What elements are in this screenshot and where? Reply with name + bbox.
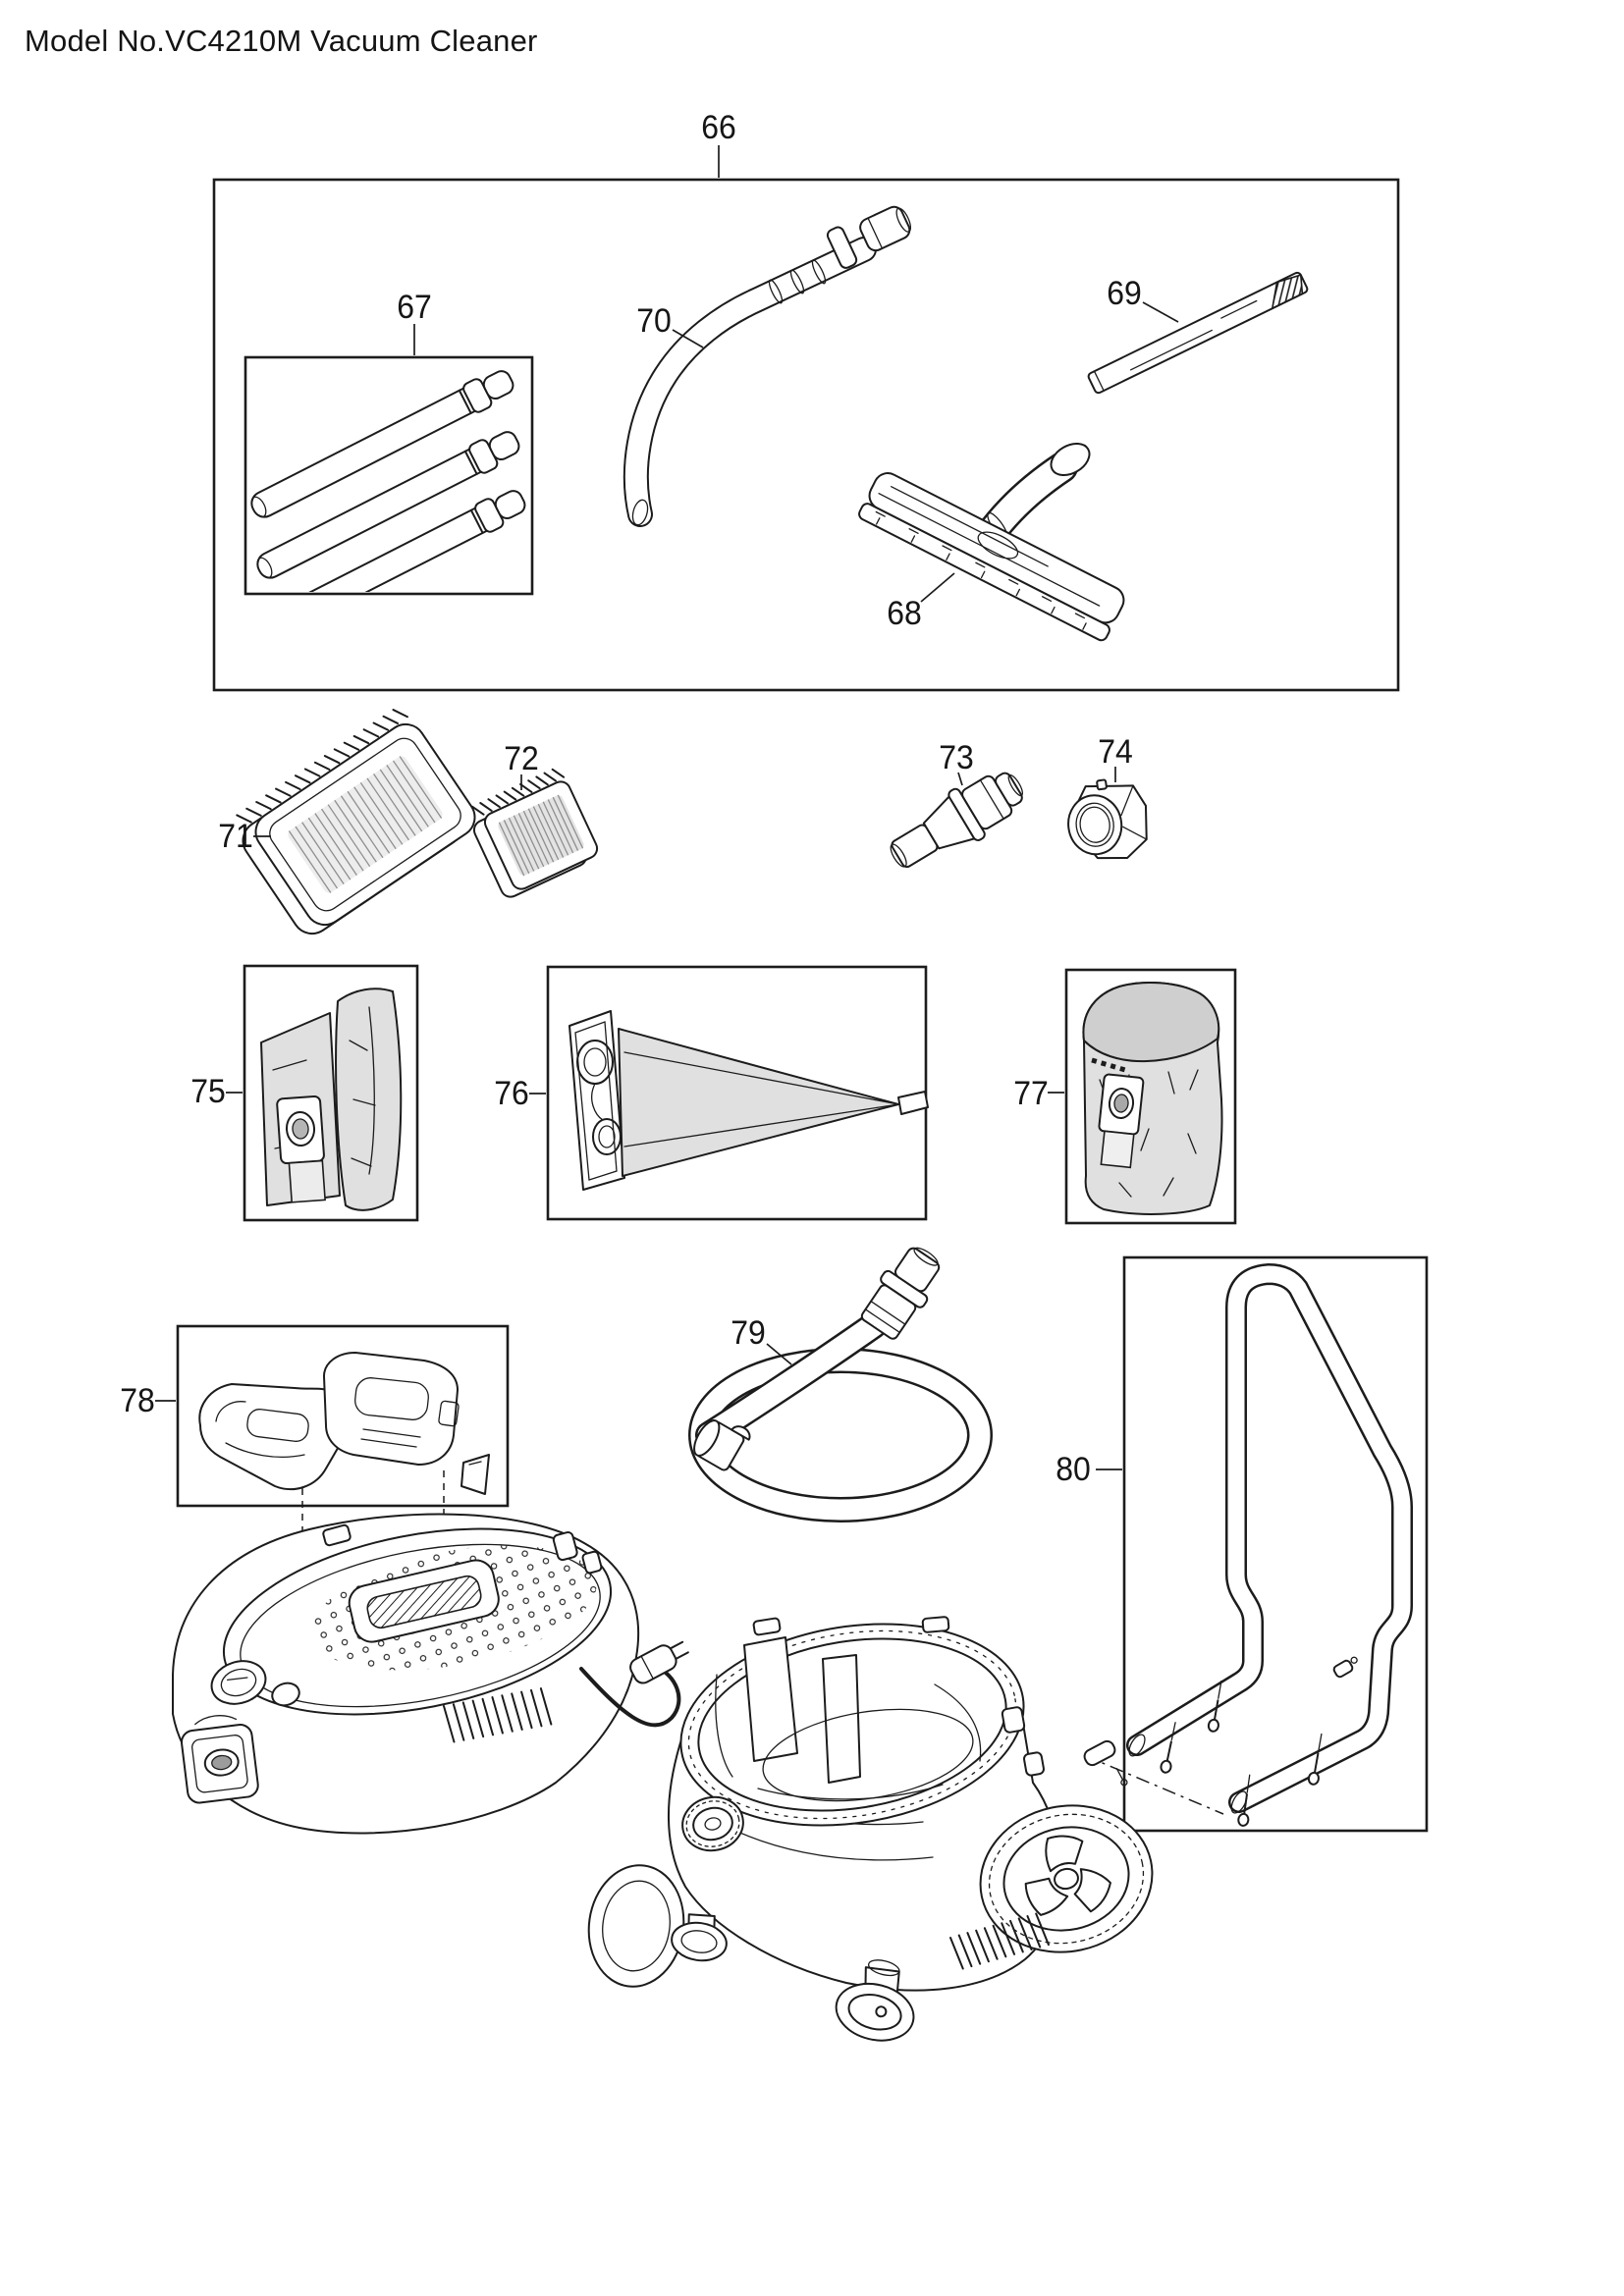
callout-73-leader [957, 772, 963, 786]
main-filter-drawing [236, 709, 476, 935]
carry-handle [348, 1559, 500, 1643]
holder-set-box-78 [176, 1324, 510, 1508]
callout-69-leader [1142, 301, 1179, 323]
page-title: Model No.VC4210M Vacuum Cleaner [25, 24, 538, 58]
bent-pipe-drawing [623, 205, 912, 527]
callout-79-leader [766, 1343, 792, 1365]
inlet-port [180, 1715, 259, 1804]
head-vent-slats [443, 1687, 553, 1743]
handle-fitting [1332, 1656, 1358, 1679]
cord-hook [552, 1531, 603, 1575]
dust-bag-drawing [260, 988, 403, 1211]
power-cord [579, 1665, 681, 1728]
handle-frame-box-80 [1122, 1255, 1429, 1833]
small-filter-drawing [471, 768, 599, 898]
handle-frame-drawing [1083, 1262, 1413, 1827]
tank-interior [715, 1636, 982, 1802]
power-knob [210, 1660, 267, 1705]
adapter-drawing [890, 772, 1024, 869]
holder-brackets-drawing [198, 1352, 490, 1565]
handle-screws [1160, 1680, 1323, 1827]
hose-drawing [688, 1247, 993, 1522]
fleece-bag-box-77 [1064, 968, 1237, 1225]
fleece-bag-drawing [1082, 981, 1223, 1215]
drain-knob [681, 1795, 744, 1852]
callout-70-leader [672, 329, 704, 348]
coupling-drawing [1067, 778, 1148, 860]
wand-set-box-67 [244, 355, 534, 596]
power-plug [629, 1640, 689, 1684]
motor-head-drawing [172, 1513, 689, 1835]
rear-caster [671, 1913, 728, 1962]
frame-stub-tube [1083, 1739, 1128, 1787]
accessory-set-box-66 [212, 178, 1400, 692]
tank-drawing [587, 1616, 1154, 2042]
callout-68-leader [920, 572, 955, 603]
cone-filter-drawing [568, 1010, 929, 1191]
extension-wands-drawing [250, 370, 526, 592]
floor-nozzle-drawing [858, 442, 1125, 642]
tank-vent-slats [949, 1912, 1050, 1970]
dust-bag-box-75 [243, 964, 419, 1222]
small-knob [271, 1682, 300, 1707]
crevice-nozzle-drawing [1087, 271, 1309, 395]
front-caster [835, 1959, 915, 2042]
rear-wheel [979, 1804, 1154, 1953]
